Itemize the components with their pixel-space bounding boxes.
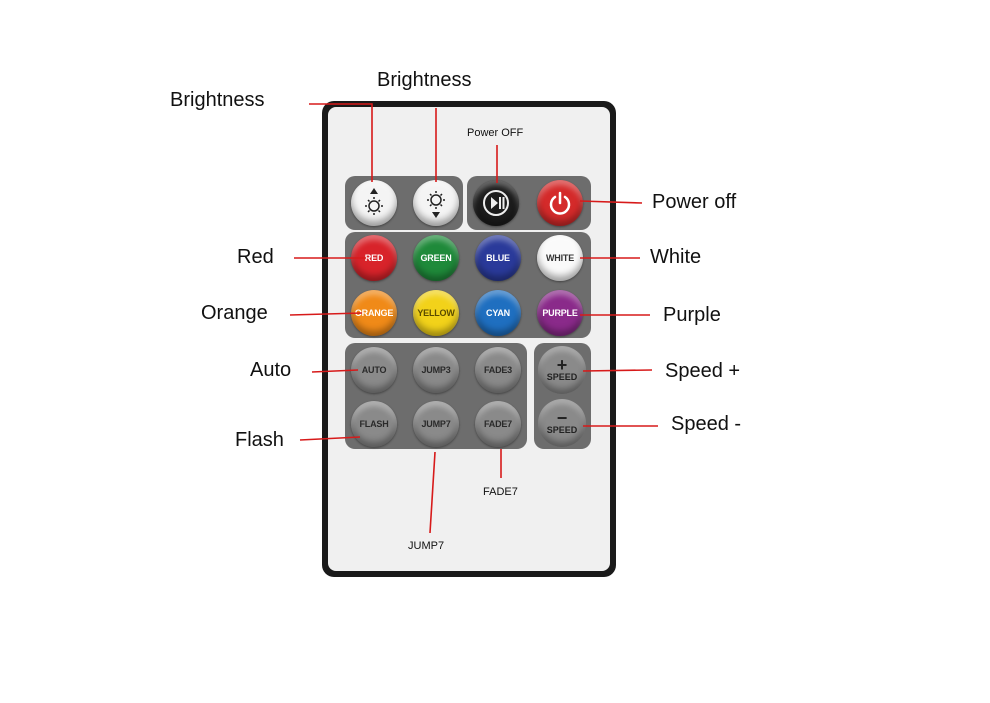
play-pause-button[interactable] (473, 180, 519, 226)
label-red: Red (237, 246, 274, 268)
cyan-button[interactable]: CYAN (475, 290, 521, 336)
label-speed-plus: Speed + (665, 360, 741, 382)
sun-down-arrow-icon (427, 191, 445, 218)
white-button[interactable]: WHITE (537, 235, 583, 281)
blue-button[interactable]: BLUE (475, 235, 521, 281)
label-fade7: FADE7 (483, 486, 518, 498)
green-button[interactable]: GREEN (413, 235, 459, 281)
label-orange: Orange (201, 302, 268, 324)
sun-up-arrow-icon (365, 188, 383, 215)
speed-minus-label: SPEED (546, 425, 578, 435)
label-flash: Flash (235, 429, 284, 451)
plus-symbol: + (556, 355, 568, 375)
label-brightness-top: Brightness (377, 69, 472, 91)
speed-minus-button[interactable]: − SPEED (538, 399, 586, 447)
label-power-off: Power off (652, 191, 737, 213)
speed-plus-label: SPEED (546, 372, 578, 382)
power-button[interactable] (537, 180, 583, 226)
minus-symbol: − (556, 408, 568, 428)
jump3-button[interactable]: JUMP3 (413, 347, 459, 393)
yellow-button[interactable]: YELLOW (413, 290, 459, 336)
label-speed-minus: Speed - (671, 413, 742, 435)
label-purple: Purple (663, 304, 721, 326)
speed-plus-button[interactable]: + SPEED (538, 346, 586, 394)
auto-button[interactable]: AUTO (351, 347, 397, 393)
label-jump7: JUMP7 (408, 540, 445, 552)
label-power-off-small: Power OFF (467, 127, 524, 139)
flash-button[interactable]: FLASH (351, 401, 397, 447)
purple-button[interactable]: PURPLE (537, 290, 583, 336)
label-brightness-left: Brightness (170, 89, 265, 111)
play-pause-icon (483, 190, 509, 216)
fade3-button[interactable]: FADE3 (475, 347, 521, 393)
power-icon (549, 191, 571, 215)
jump7-button[interactable]: JUMP7 (413, 401, 459, 447)
fade7-button[interactable]: FADE7 (475, 401, 521, 447)
label-auto: Auto (250, 359, 292, 381)
brightness-down-button[interactable] (413, 180, 459, 226)
label-white: White (650, 246, 702, 268)
brightness-up-button[interactable] (351, 180, 397, 226)
